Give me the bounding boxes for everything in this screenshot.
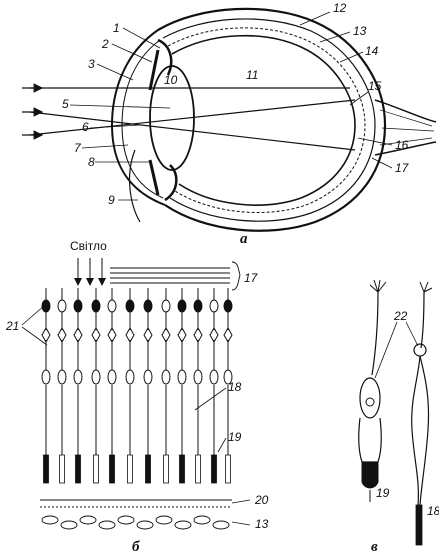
label-b-19: 19	[228, 430, 242, 444]
caption-a: а	[240, 231, 248, 247]
leader-lines-v	[374, 321, 419, 379]
ciliary-upper	[157, 38, 173, 76]
choroid-line	[167, 27, 366, 213]
choroid-vessel	[41, 515, 59, 525]
light-label: Світло	[70, 239, 107, 253]
label-b-20: 20	[254, 493, 269, 507]
choroid-vessel	[60, 520, 78, 530]
label-b-21: 21	[5, 319, 19, 333]
rod-cell	[411, 281, 433, 546]
label-a-15: 15	[368, 79, 382, 93]
lens	[149, 65, 195, 171]
leader-lines-b21	[21, 304, 48, 346]
neuron-column	[177, 288, 187, 484]
label-v-18: 18	[427, 504, 439, 518]
neuron-column	[73, 288, 83, 484]
eyelid	[129, 149, 141, 223]
sclera-inner-line	[162, 18, 376, 222]
label-b-17: 17	[244, 271, 259, 285]
choroid-vessel	[79, 515, 97, 525]
neuron-column	[223, 288, 233, 484]
ciliary-lower	[164, 164, 178, 202]
label-a-7: 7	[74, 141, 82, 155]
label-a-16: 16	[395, 138, 409, 152]
neuron-column	[107, 288, 117, 484]
choroid-vessel	[212, 520, 230, 530]
choroid-layer	[41, 515, 230, 530]
neuron-column	[193, 288, 203, 484]
ray-3	[29, 99, 356, 136]
label-a-12: 12	[333, 1, 347, 15]
neuron-column	[161, 288, 171, 484]
choroid-vessel	[98, 520, 116, 530]
nerve-fiber-layer	[110, 261, 241, 291]
iris-lower	[148, 159, 160, 196]
label-a-3: 3	[88, 57, 95, 71]
choroid-vessel	[193, 515, 211, 525]
caption-v: в	[371, 539, 378, 555]
label-a-8: 8	[88, 155, 95, 169]
cone-cell	[358, 279, 387, 502]
neuron-column	[125, 288, 135, 484]
iris-upper	[148, 49, 160, 91]
choroid-vessel	[155, 515, 173, 525]
retina-neuron-columns	[41, 288, 233, 484]
label-a-2: 2	[101, 37, 109, 51]
sclera-outline	[157, 7, 387, 232]
label-a-5: 5	[62, 97, 69, 111]
label-a-17: 17	[395, 161, 410, 175]
label-a-6: 6	[82, 120, 89, 134]
leader-lines-a	[69, 11, 393, 201]
leader-lines-b	[194, 387, 251, 526]
neuron-column	[41, 288, 51, 484]
label-a-11: 11	[246, 68, 258, 82]
choroid-vessel	[117, 515, 135, 525]
label-v-22: 22	[393, 309, 408, 323]
label-v-19: 19	[376, 486, 390, 500]
label-a-13: 13	[353, 24, 367, 38]
eyeball-diagram	[110, 7, 437, 232]
caption-b: б	[132, 539, 140, 555]
neuron-column	[209, 288, 219, 484]
cornea	[110, 29, 166, 206]
choroid-vessel	[136, 520, 154, 530]
ray-2	[29, 111, 356, 151]
retina-line	[171, 34, 356, 206]
label-b-13: 13	[255, 517, 269, 531]
pigment-epithelium	[40, 499, 232, 508]
light-rays	[22, 83, 356, 151]
choroid-vessel	[174, 520, 192, 530]
neuron-column	[91, 288, 101, 484]
label-b-18: 18	[228, 380, 242, 394]
label-a-14: 14	[365, 44, 379, 58]
label-a-9: 9	[108, 193, 115, 207]
neuron-column	[57, 288, 67, 484]
light-arrows	[74, 258, 106, 286]
label-a-10: 10	[164, 73, 178, 87]
optic-nerve	[374, 99, 437, 156]
label-a-1: 1	[113, 21, 120, 35]
neuron-column	[143, 288, 153, 484]
